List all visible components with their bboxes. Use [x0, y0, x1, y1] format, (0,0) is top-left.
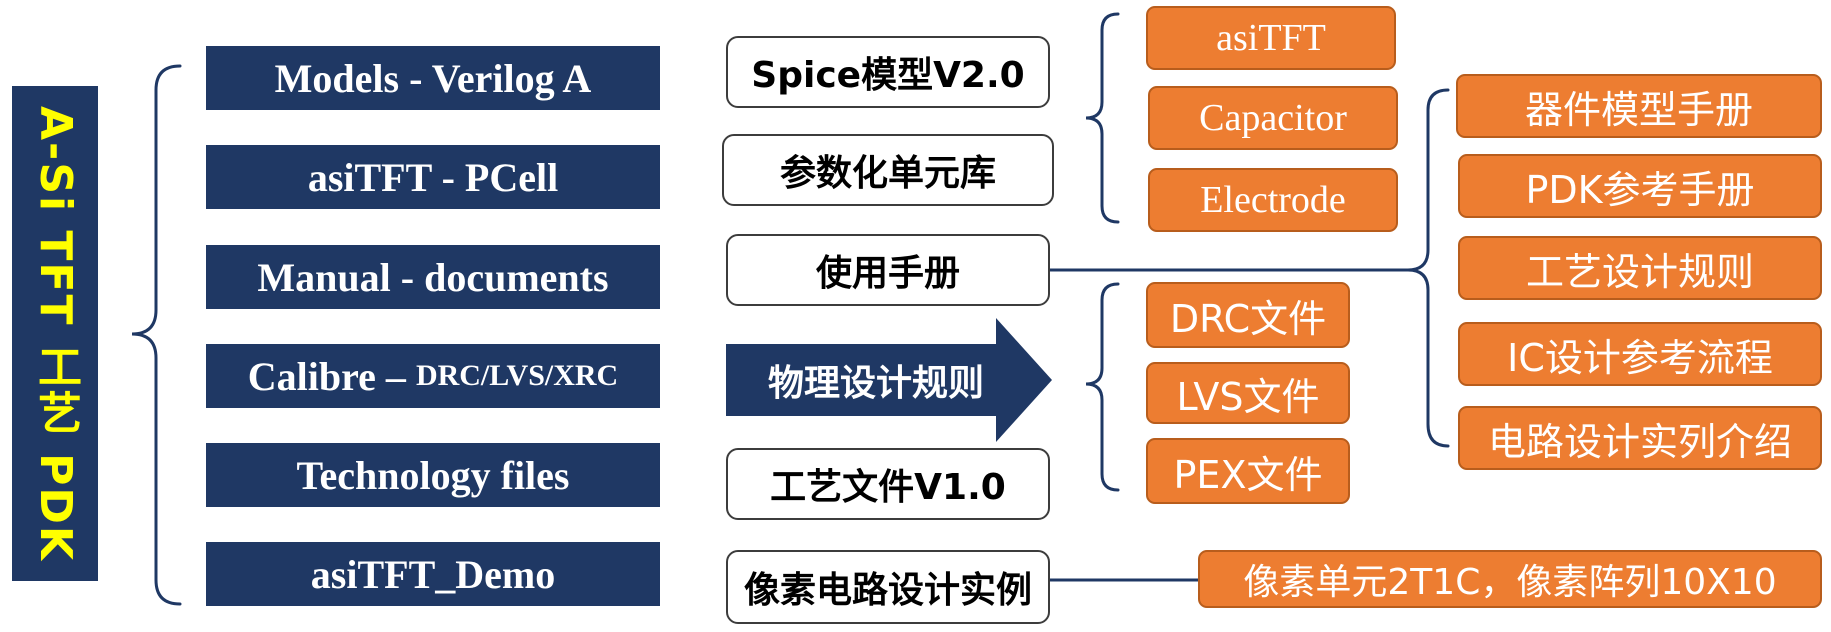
component-tech: Technology files: [206, 443, 660, 507]
pixel-detail: 像素单元2T1C，像素阵列10X10: [1198, 550, 1822, 608]
spice-model-asitft: asiTFT: [1146, 6, 1396, 70]
calibre-suffix: DRC/LVS/XRC: [415, 359, 619, 392]
rules-brace: [1085, 282, 1120, 492]
manual-label: 使用手册: [726, 234, 1050, 306]
pixel-demo-label: 像素电路设计实例: [726, 550, 1050, 624]
pdk-title-bar: A-Si TFT 工艺 PDK: [12, 86, 98, 581]
component-label: asiTFT_Demo: [310, 551, 556, 597]
component-pcell: asiTFT - PCell: [206, 145, 660, 209]
physical-rules-label: 物理设计规则: [767, 363, 984, 404]
tech-file-label: 工艺文件V1.0: [726, 448, 1050, 520]
spice-model-capacitor: Capacitor: [1148, 86, 1398, 150]
lvs-file: LVS文件: [1146, 362, 1350, 424]
component-label: asiTFT - PCell: [307, 154, 559, 200]
component-calibre: Calibre – DRC/LVS/XRC: [206, 344, 660, 408]
component-label: Calibre –: [247, 353, 416, 399]
doc-device-model-manual: 器件模型手册: [1456, 74, 1822, 138]
doc-circuit-examples: 电路设计实列介绍: [1458, 406, 1822, 470]
drc-file: DRC文件: [1146, 282, 1350, 348]
doc-ic-design-flow: IC设计参考流程: [1458, 322, 1822, 386]
physical-rules-arrow: [726, 318, 1052, 442]
component-manual: Manual - documents: [206, 245, 660, 309]
pex-file: PEX文件: [1146, 438, 1350, 504]
spice-model-label: Spice模型V2.0: [726, 36, 1050, 108]
spice-brace: [1085, 12, 1120, 224]
main-brace: [131, 64, 182, 606]
component-label: Technology files: [296, 452, 570, 498]
component-models: Models - Verilog A: [206, 46, 660, 110]
doc-pdk-reference-manual: PDK参考手册: [1458, 154, 1822, 218]
pdk-title: A-Si TFT 工艺 PDK: [30, 105, 81, 562]
component-demo: asiTFT_Demo: [206, 542, 660, 606]
component-label: Models - Verilog A: [274, 55, 592, 101]
manual-brace: [1407, 88, 1450, 448]
doc-process-design-rules: 工艺设计规则: [1458, 236, 1822, 300]
component-label: Manual - documents: [257, 254, 609, 300]
pcell-lib-label: 参数化单元库: [722, 134, 1054, 206]
spice-model-electrode: Electrode: [1148, 168, 1398, 232]
